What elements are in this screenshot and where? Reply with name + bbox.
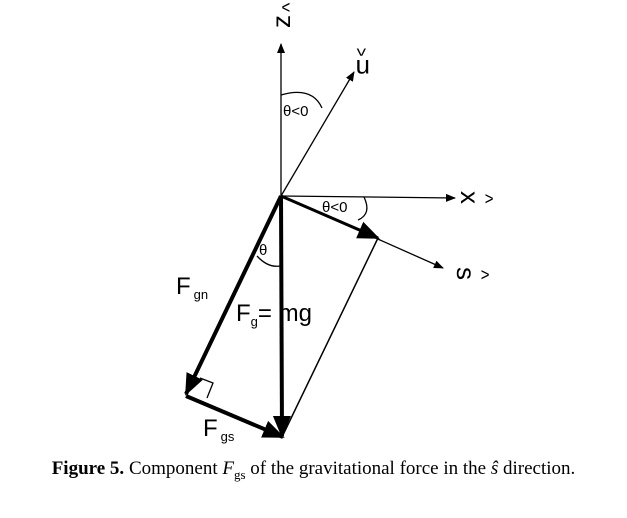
fgn-main: F <box>176 273 191 300</box>
fgs-arrow <box>185 394 285 439</box>
parallelogram-right-side <box>281 237 379 438</box>
fgs-main: F <box>203 415 218 442</box>
fg-sub: g <box>251 314 258 329</box>
x-axis <box>280 193 456 202</box>
s-axis-symbol: s <box>451 267 481 280</box>
n-axis-hat: ^ <box>356 37 366 59</box>
fgs-sub: gs <box>221 429 235 444</box>
n-axis <box>280 71 355 197</box>
fgn-arrow <box>184 195 283 396</box>
x-axis-symbol: x <box>455 191 485 204</box>
right-angle-marker <box>199 377 214 399</box>
fgs-component-arrow <box>280 194 380 240</box>
theta-inner-label: θ <box>259 242 267 259</box>
caption-var-sub: gs <box>233 466 246 482</box>
fg-arrow <box>272 195 291 438</box>
n-axis-label: n ^ <box>356 37 370 84</box>
theta-inner-arc <box>256 255 281 267</box>
caption-text-middle: of the gravitational force in the <box>245 458 491 479</box>
caption-text-after: direction. <box>498 458 576 479</box>
theta-top-arc <box>280 91 323 109</box>
fg-rest: = mg <box>258 300 312 327</box>
figure-label: Figure 5. <box>51 458 125 479</box>
caption-var-main: F <box>222 458 234 479</box>
n-axis-symbol: n <box>356 54 370 84</box>
figure-caption: Figure 5. Component Fgs of the gravitati… <box>0 458 627 483</box>
z-axis-hat: ^ <box>279 2 301 12</box>
theta-right-label: θ<0 <box>322 199 347 216</box>
theta-right-arc <box>357 196 368 221</box>
theta-top-label: θ<0 <box>283 103 308 120</box>
z-axis-symbol: z <box>266 15 296 28</box>
caption-hat-var: ŝ <box>490 458 499 479</box>
fg-label: Fg= mg <box>236 300 312 329</box>
caption-text-before: Component <box>124 458 223 479</box>
x-axis-hat: ^ <box>474 194 496 204</box>
s-axis-hat: ^ <box>470 270 492 280</box>
z-axis-label: z ^ <box>266 2 301 28</box>
fgn-sub: gn <box>194 287 208 302</box>
x-axis-label: x ^ <box>455 191 496 204</box>
fg-main: F <box>236 300 251 327</box>
s-axis-label: s ^ <box>451 267 492 280</box>
